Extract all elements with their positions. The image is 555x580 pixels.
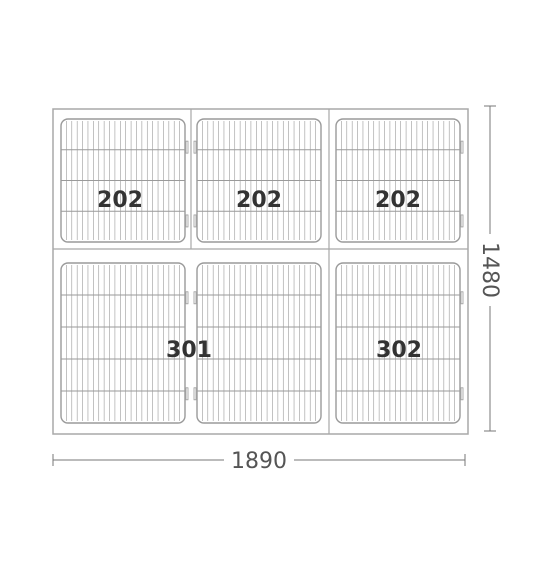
door-hinge [185, 291, 189, 305]
cell-label-top-left: 202 [97, 188, 143, 213]
door-hinge [460, 387, 464, 401]
door-bottom-middle [193, 262, 322, 424]
door-hinge [460, 140, 464, 154]
cell-label-top-right: 202 [375, 188, 421, 213]
door-hinge [460, 214, 464, 228]
door-frame [335, 262, 461, 424]
cabinet-dividers [53, 109, 468, 434]
door-hinge [185, 387, 189, 401]
door-hinge [193, 291, 197, 305]
door-hinge [460, 291, 464, 305]
cell-label-bottom-right: 302 [376, 338, 422, 363]
door-top-middle [193, 118, 322, 243]
door-hinge [193, 140, 197, 154]
height-dimension-line [484, 105, 496, 432]
door-grilles [60, 118, 464, 424]
door-hinge [193, 214, 197, 228]
door-hinge [185, 140, 189, 154]
door-frame [196, 262, 322, 424]
door-frame [60, 262, 186, 424]
door-top-left [60, 118, 189, 243]
door-hinge [193, 387, 197, 401]
door-bottom-right [335, 262, 464, 424]
width-dimension-line [52, 454, 466, 466]
outer-frame [52, 108, 469, 435]
door-top-right [335, 118, 464, 243]
door-hinge [185, 214, 189, 228]
cell-label-top-middle: 202 [236, 188, 282, 213]
door-bottom-left [60, 262, 189, 424]
width-dimension-label: 1890 [231, 449, 287, 474]
height-dimension-label: 1480 [477, 242, 502, 298]
cell-label-bottom-double: 301 [166, 338, 212, 363]
